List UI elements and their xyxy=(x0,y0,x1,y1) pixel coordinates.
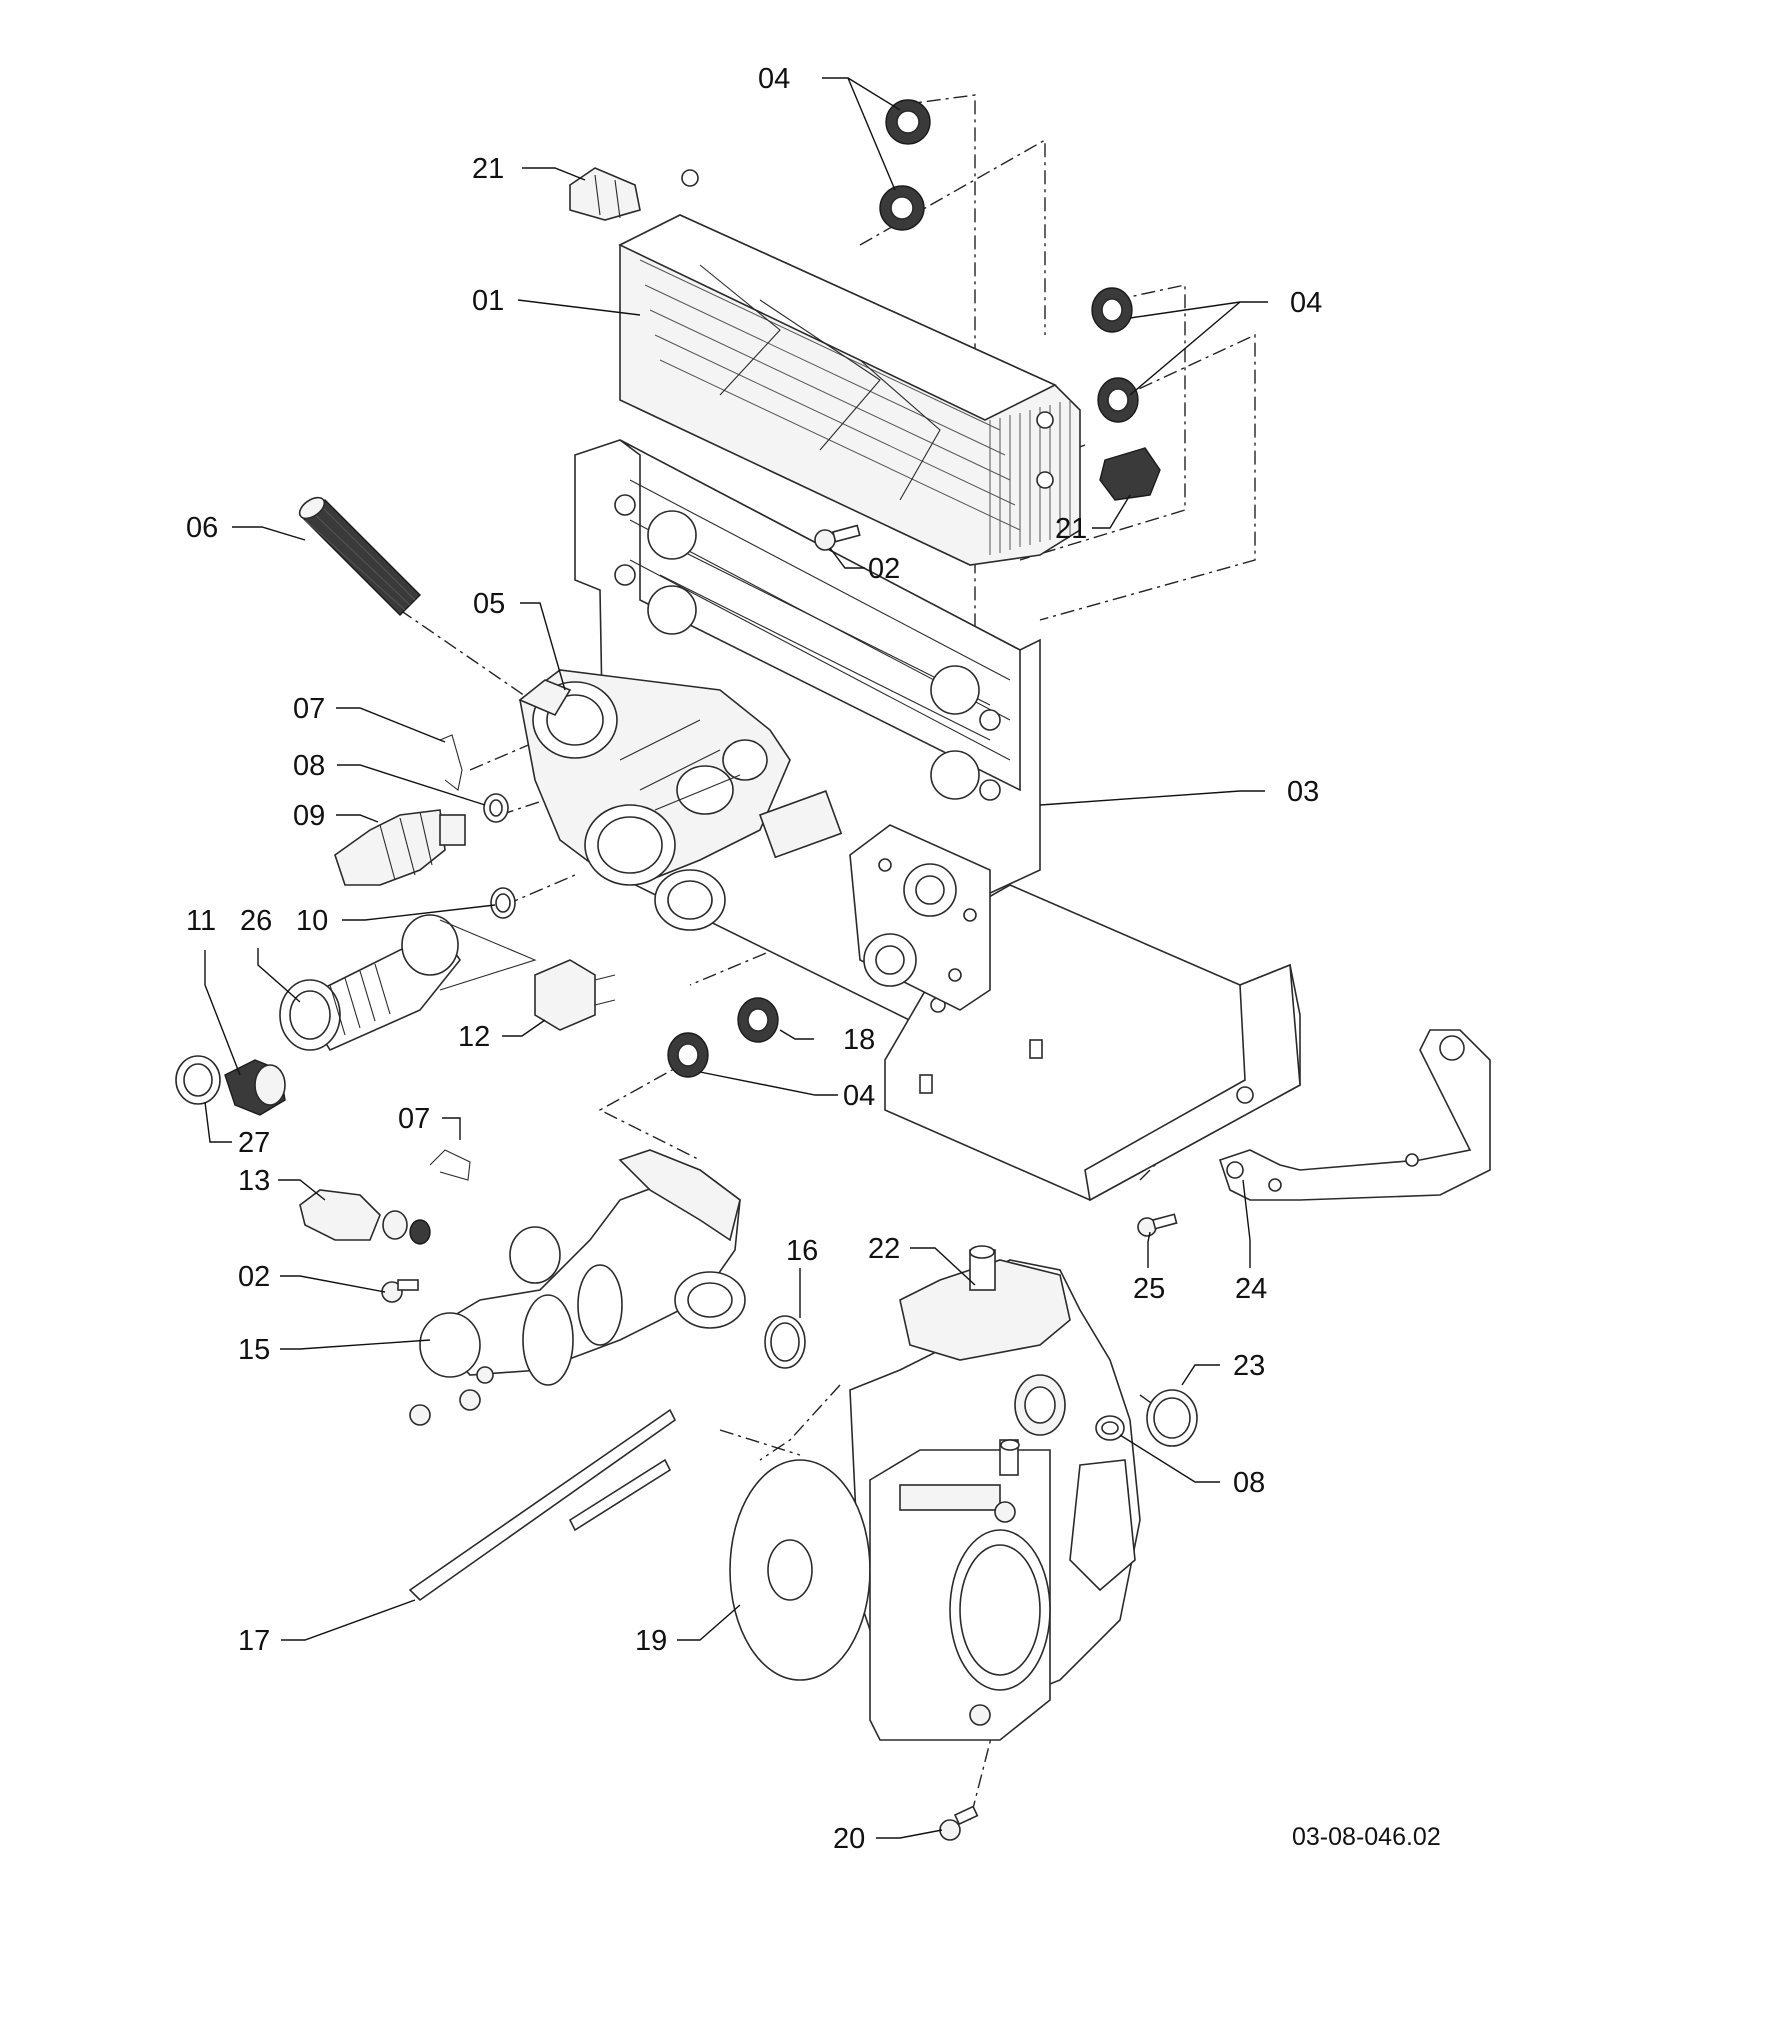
callout-09: 09 xyxy=(293,800,325,832)
sensor-09 xyxy=(334,809,466,886)
filter-06 xyxy=(298,496,421,616)
clip-21-top xyxy=(569,167,641,221)
connector-12 xyxy=(534,959,616,1031)
callout-labels: 04 21 01 04 21 02 06 05 07 08 09 03 11 2… xyxy=(186,63,1441,1855)
oring-10 xyxy=(490,887,516,919)
callout-06: 06 xyxy=(186,512,218,544)
callout-07-mid: 07 xyxy=(398,1103,430,1135)
screw-02-top xyxy=(814,524,861,551)
callout-03: 03 xyxy=(1287,776,1319,808)
oring-16 xyxy=(764,1315,806,1369)
screw-02-mid xyxy=(381,1279,419,1303)
callout-18: 18 xyxy=(843,1024,875,1056)
seal-04-right-pair xyxy=(1091,287,1139,423)
callout-15: 15 xyxy=(238,1334,270,1366)
bracket-24 xyxy=(1218,1029,1491,1201)
callout-21-right: 21 xyxy=(1055,513,1087,545)
screw-20 xyxy=(939,1805,979,1841)
callout-19: 19 xyxy=(635,1625,667,1657)
callout-01: 01 xyxy=(472,285,504,317)
pump-head-22 xyxy=(899,1245,1136,1592)
ring-27 xyxy=(175,1055,221,1105)
callout-23: 23 xyxy=(1233,1350,1265,1382)
oring-08-bottom xyxy=(1095,1415,1125,1441)
callout-08-bottom: 08 xyxy=(1233,1467,1265,1499)
valve-body-05 xyxy=(518,669,843,931)
oring-08-top xyxy=(483,793,509,823)
screw-25 xyxy=(1137,1213,1178,1237)
callout-07-top: 07 xyxy=(293,693,325,725)
sensor-11 xyxy=(224,1059,286,1116)
motor-15 xyxy=(409,1149,746,1426)
callout-11: 11 xyxy=(186,905,216,937)
callout-05: 05 xyxy=(473,588,505,620)
callout-04-top: 04 xyxy=(758,63,790,95)
seal-04-top-pair xyxy=(879,99,931,231)
callout-20: 20 xyxy=(833,1823,865,1855)
callout-21-top: 21 xyxy=(472,153,504,185)
callout-26: 26 xyxy=(240,905,272,937)
callout-02-mid: 02 xyxy=(238,1261,270,1293)
callout-22: 22 xyxy=(868,1233,900,1265)
callout-10: 10 xyxy=(296,905,328,937)
callout-04-right: 04 xyxy=(1290,287,1322,319)
seal-18 xyxy=(737,997,779,1043)
clip-07-top xyxy=(439,734,463,791)
callout-13: 13 xyxy=(238,1165,270,1197)
clip-07-mid xyxy=(429,1149,471,1181)
callout-24: 24 xyxy=(1235,1273,1267,1305)
pump-19 xyxy=(729,1259,1141,1741)
clip-17 xyxy=(408,1408,677,1602)
heat-exchanger xyxy=(618,169,1081,566)
leader-lines xyxy=(204,77,1268,1839)
callout-16: 16 xyxy=(786,1235,818,1267)
callout-17: 17 xyxy=(238,1625,270,1657)
callout-25: 25 xyxy=(1133,1273,1165,1305)
seal-23 xyxy=(1146,1389,1198,1447)
callout-27: 27 xyxy=(238,1127,270,1159)
callout-12: 12 xyxy=(458,1021,490,1053)
callout-08-top: 08 xyxy=(293,750,325,782)
callout-04-bottom: 04 xyxy=(843,1080,875,1112)
clip-21-right xyxy=(1099,447,1161,501)
callout-02-top: 02 xyxy=(868,553,900,585)
manifold-flange xyxy=(849,824,991,1011)
drawing-reference: 03-08-046.02 xyxy=(1292,1823,1441,1851)
seal-04-bottom xyxy=(667,1032,709,1078)
valve-insert-13 xyxy=(299,1189,431,1245)
